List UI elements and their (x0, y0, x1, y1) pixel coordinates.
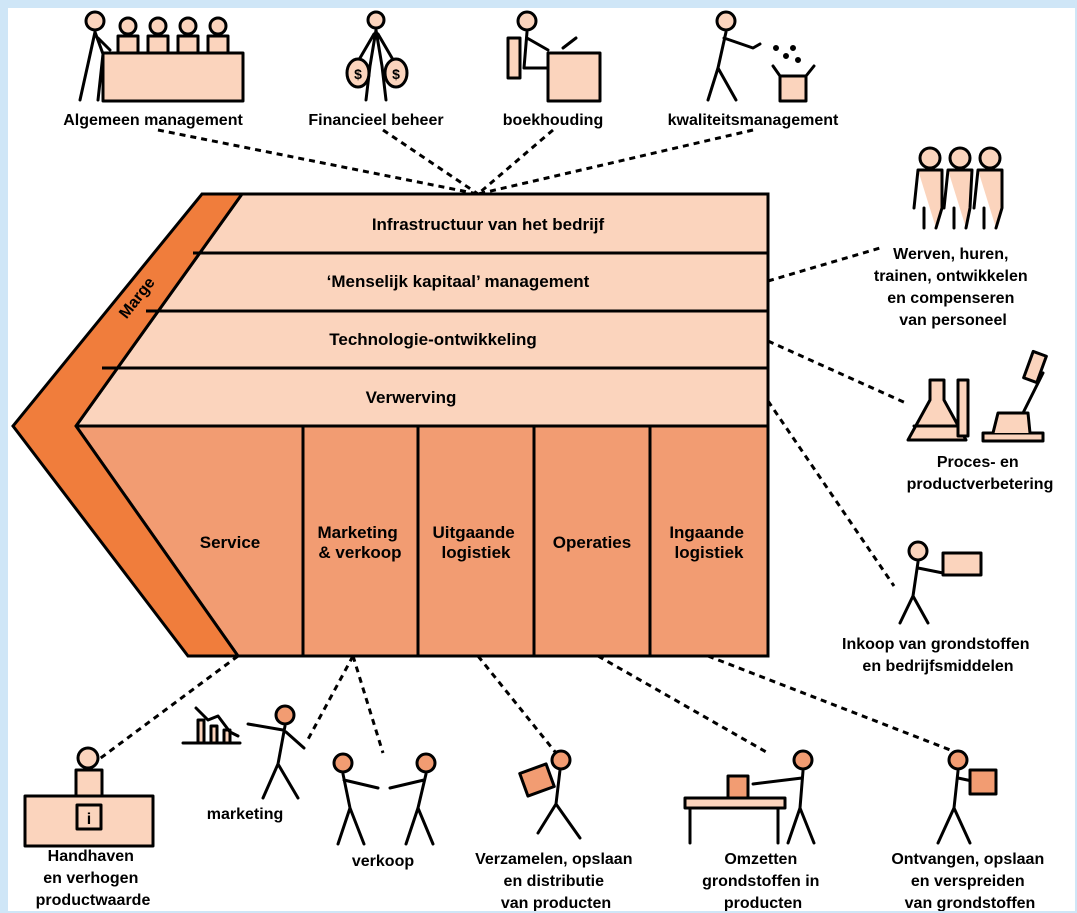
right-label-purchasing: Inkoop van grondstoffen en bedrijfsmidde… (842, 636, 1034, 675)
support-label-procurement: Verwerving (366, 388, 457, 407)
bottom-label-distribution: Verzamelen, opslaan en distributie van p… (475, 851, 637, 911)
person-carrying-money-icon (898, 540, 983, 625)
right-label-process-improvement: Proces- en productverbetering (907, 454, 1054, 493)
top-label-financial-management: Financieel beheer (308, 112, 443, 129)
conveyor-worker-icon (683, 749, 816, 845)
value-chain: Marge Infrastructuur van het bedrijf ‘Me… (11, 192, 770, 658)
bottom-label-operations: Omzetten grondstoffen in producten (702, 851, 824, 911)
money-bags-icon: $ $ (345, 10, 409, 102)
svg-text:i: i (87, 811, 91, 828)
service-desk-icon: i (23, 746, 155, 848)
presenter-chart-icon (181, 704, 306, 800)
primary-label-service: Service (200, 533, 261, 552)
primary-label-marketing-sales: Marketing & verkoop (317, 523, 402, 562)
support-label-technology: Technologie-ontwikkeling (329, 330, 536, 349)
top-label-general-management: Algemeen management (63, 112, 243, 129)
support-label-human-capital: ‘Menselijk kapitaal’ management (327, 272, 590, 291)
handshake-icon (332, 752, 437, 846)
top-label-quality-management: kwaliteitsmanagement (668, 112, 839, 129)
margin-band (11, 192, 245, 658)
bottom-label-service: Handhaven en verhogen productwaarde (36, 848, 151, 909)
person-carrying-box-icon (518, 749, 582, 840)
primary-label-outbound-logistics: Uitgaande logistiek (433, 523, 520, 562)
diagram-svg: Marge Infrastructuur van het bedrijf ‘Me… (11, 10, 1054, 911)
value-chain-diagram: Marge Infrastructuur van het bedrijf ‘Me… (8, 8, 1075, 911)
top-label-accounting: boekhouding (503, 112, 603, 129)
quality-inspector-icon (706, 10, 816, 103)
lab-microscope-icon (906, 349, 1048, 443)
desk-worker-icon (506, 10, 602, 103)
person-receiving-box-icon (936, 749, 998, 845)
svg-text:$: $ (354, 66, 362, 82)
board-meeting-icon (78, 10, 245, 103)
bottom-label-sales: verkoop (352, 853, 414, 870)
primary-label-operations: Operaties (553, 533, 631, 552)
connectors (97, 128, 959, 762)
primary-label-inbound-logistics: Ingaande logistiek (669, 523, 748, 562)
support-label-infrastructure: Infrastructuur van het bedrijf (372, 215, 605, 234)
right-label-personnel: Werven, huren, trainen, ontwikkelen en c… (874, 246, 1032, 329)
bottom-label-inbound: Ontvangen, opslaan en verspreiden van gr… (891, 851, 1048, 911)
group-of-people-icon (912, 146, 1004, 230)
svg-text:$: $ (392, 66, 400, 82)
bottom-label-marketing: marketing (207, 806, 283, 823)
